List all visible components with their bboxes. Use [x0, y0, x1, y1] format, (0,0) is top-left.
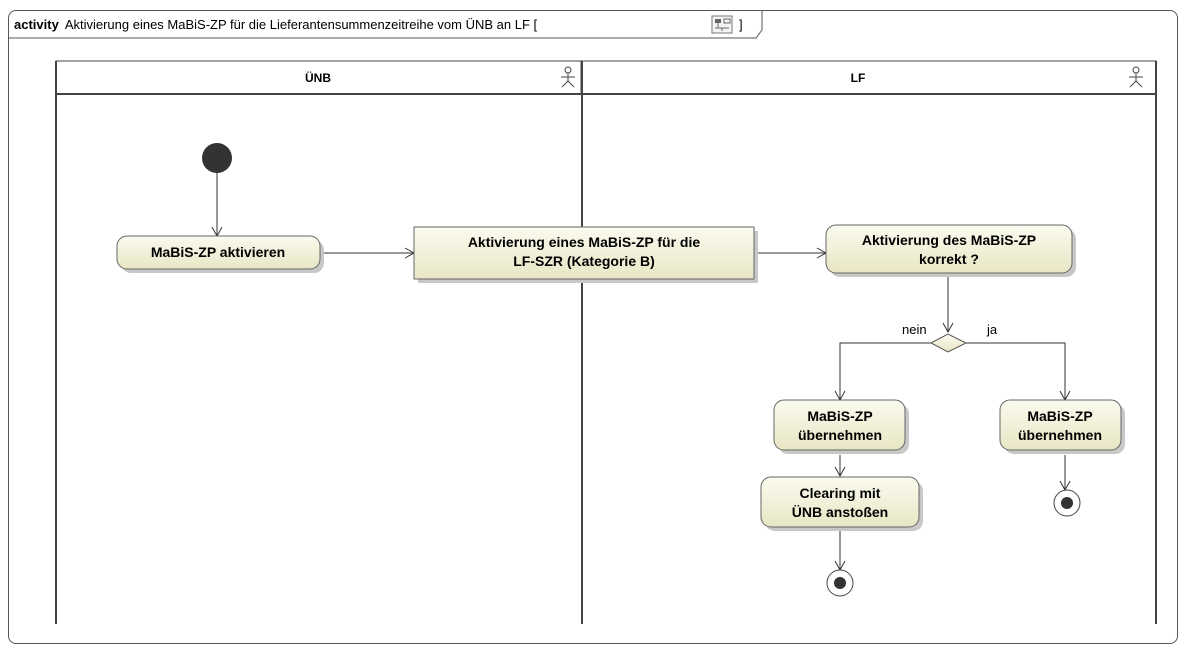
action-label-line-2: korrekt ?: [919, 251, 979, 267]
action-label-line-2: übernehmen: [798, 427, 882, 443]
action-check-aktivierung[interactable]: Aktivierung des MaBiS-ZP korrekt ?: [825, 224, 1076, 277]
signal-label-line-2: LF-SZR (Kategorie B): [513, 253, 655, 269]
diagram-frame: [8, 10, 1178, 644]
swimlane-lf-label: LF: [851, 71, 866, 85]
action-mabis-zp-aktivieren[interactable]: MaBiS-ZP aktivieren: [116, 235, 324, 273]
action-clearing[interactable]: Clearing mit ÜNB anstoßen: [760, 476, 923, 531]
guard-ja: ja: [986, 322, 998, 337]
action-label-line-2: ÜNB anstoßen: [792, 504, 888, 520]
frame-title-suffix: ]: [739, 17, 743, 32]
action-label: MaBiS-ZP aktivieren: [151, 244, 285, 260]
actor-icon: [1129, 66, 1143, 88]
flow-decision-ja: [966, 342, 1066, 400]
action-label-line-1: Clearing mit: [800, 485, 881, 501]
frame-keyword: activity: [14, 17, 60, 32]
send-signal-aktivierung-message[interactable]: Aktivierung eines MaBiS-ZP für die LF-SZ…: [413, 226, 758, 283]
signal-label-line-1: Aktivierung eines MaBiS-ZP für die: [468, 234, 701, 250]
frame-title: activity Aktivierung eines MaBiS-ZP für d…: [14, 17, 538, 32]
action-uebernehmen-nein[interactable]: MaBiS-ZP übernehmen: [773, 399, 909, 454]
frame-title-tab: [8, 10, 763, 39]
guard-nein: nein: [902, 322, 927, 337]
control-flows: [211, 172, 1071, 572]
flow-decision-nein: [839, 342, 931, 400]
activity-diagram-icon[interactable]: [711, 15, 733, 34]
action-label-line-1: MaBiS-ZP: [807, 408, 872, 424]
action-label-line-1: Aktivierung des MaBiS-ZP: [862, 232, 1036, 248]
swimlane-unb-label: ÜNB: [305, 70, 331, 85]
actor-icon: [561, 66, 575, 88]
initial-node[interactable]: [202, 143, 232, 173]
action-uebernehmen-ja[interactable]: MaBiS-ZP übernehmen: [999, 399, 1125, 454]
swimlane-unb: ÜNB: [55, 60, 582, 624]
activity-final-node-nein[interactable]: [826, 569, 854, 597]
action-label-line-1: MaBiS-ZP: [1027, 408, 1092, 424]
action-label-line-2: übernehmen: [1018, 427, 1102, 443]
frame-title-text: Aktivierung eines MaBiS-ZP für die Liefe…: [65, 17, 538, 32]
swimlane-lf: LF: [581, 60, 1157, 624]
decision-node[interactable]: [929, 333, 968, 353]
activity-final-node-ja[interactable]: [1053, 489, 1081, 517]
